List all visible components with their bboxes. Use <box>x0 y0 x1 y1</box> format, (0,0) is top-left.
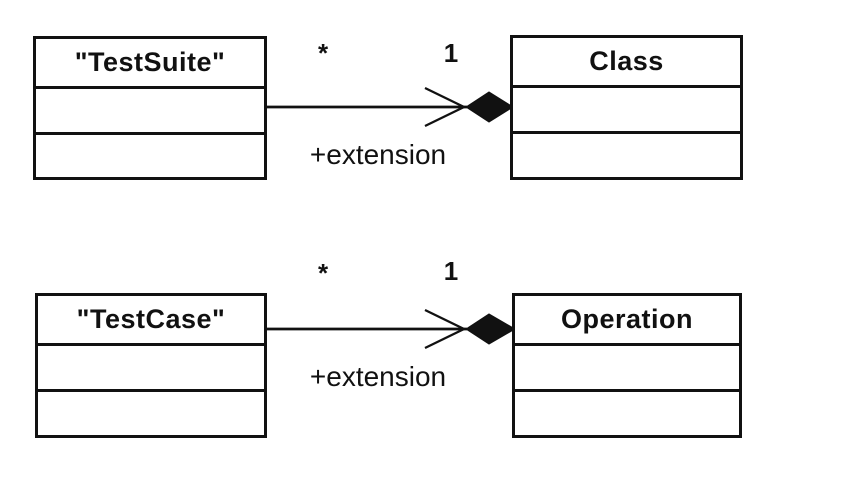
operations-compartment <box>513 134 740 177</box>
class-name: Class <box>513 38 740 88</box>
navigability-arrow-icon <box>424 86 467 128</box>
composition-diamond-icon <box>465 91 514 123</box>
association-role-label: +extension <box>309 361 447 392</box>
operations-compartment <box>515 392 739 435</box>
class-box-class: Class <box>510 35 743 180</box>
source-multiplicity-label: * <box>317 38 329 68</box>
association-role-label: +extension <box>309 139 447 170</box>
class-box-testsuite: "TestSuite" <box>33 36 267 180</box>
composition-connector-testcase-operation <box>265 308 517 350</box>
class-name: "TestSuite" <box>36 39 264 89</box>
attributes-compartment <box>513 88 740 134</box>
operations-compartment <box>36 135 264 177</box>
class-name: Operation <box>515 296 739 346</box>
attributes-compartment <box>515 346 739 392</box>
attributes-compartment <box>38 346 264 392</box>
class-name: "TestCase" <box>38 296 264 346</box>
target-multiplicity-label: 1 <box>443 38 459 68</box>
composition-diamond-icon <box>465 313 517 345</box>
attributes-compartment <box>36 89 264 135</box>
target-multiplicity-label: 1 <box>443 256 459 286</box>
navigability-arrow-icon <box>424 308 467 350</box>
class-box-operation: Operation <box>512 293 742 438</box>
source-multiplicity-label: * <box>317 258 329 288</box>
class-box-testcase: "TestCase" <box>35 293 267 438</box>
composition-connector-testsuite-class <box>265 86 514 128</box>
operations-compartment <box>38 392 264 435</box>
